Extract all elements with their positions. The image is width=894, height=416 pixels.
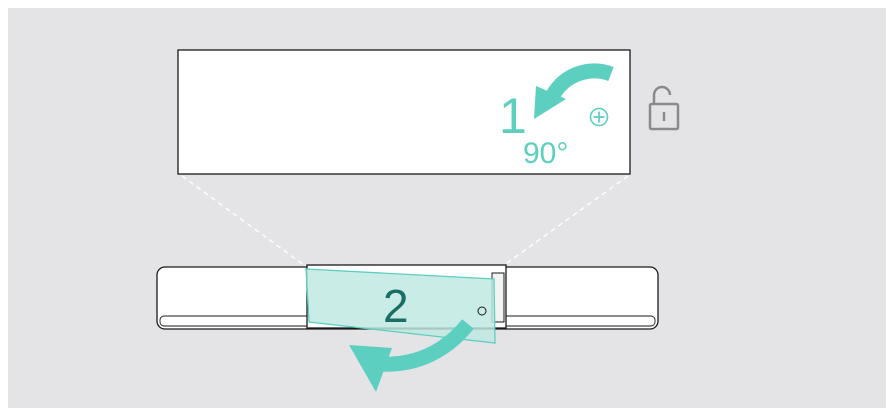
rotate-arrow-icon	[534, 63, 614, 119]
step-1-number: 1	[499, 88, 527, 144]
swing-arrow-icon	[349, 319, 474, 392]
zoom-guide-lines	[181, 175, 629, 269]
swinging-cover-panel	[305, 268, 496, 344]
detail-view-box	[177, 49, 631, 175]
unlocked-padlock-icon	[648, 85, 680, 131]
step-2-number: 2	[383, 280, 409, 332]
screw-head-icon	[589, 107, 609, 127]
rotation-angle-label: 90°	[523, 137, 568, 170]
cover-screw-hole	[477, 306, 487, 316]
